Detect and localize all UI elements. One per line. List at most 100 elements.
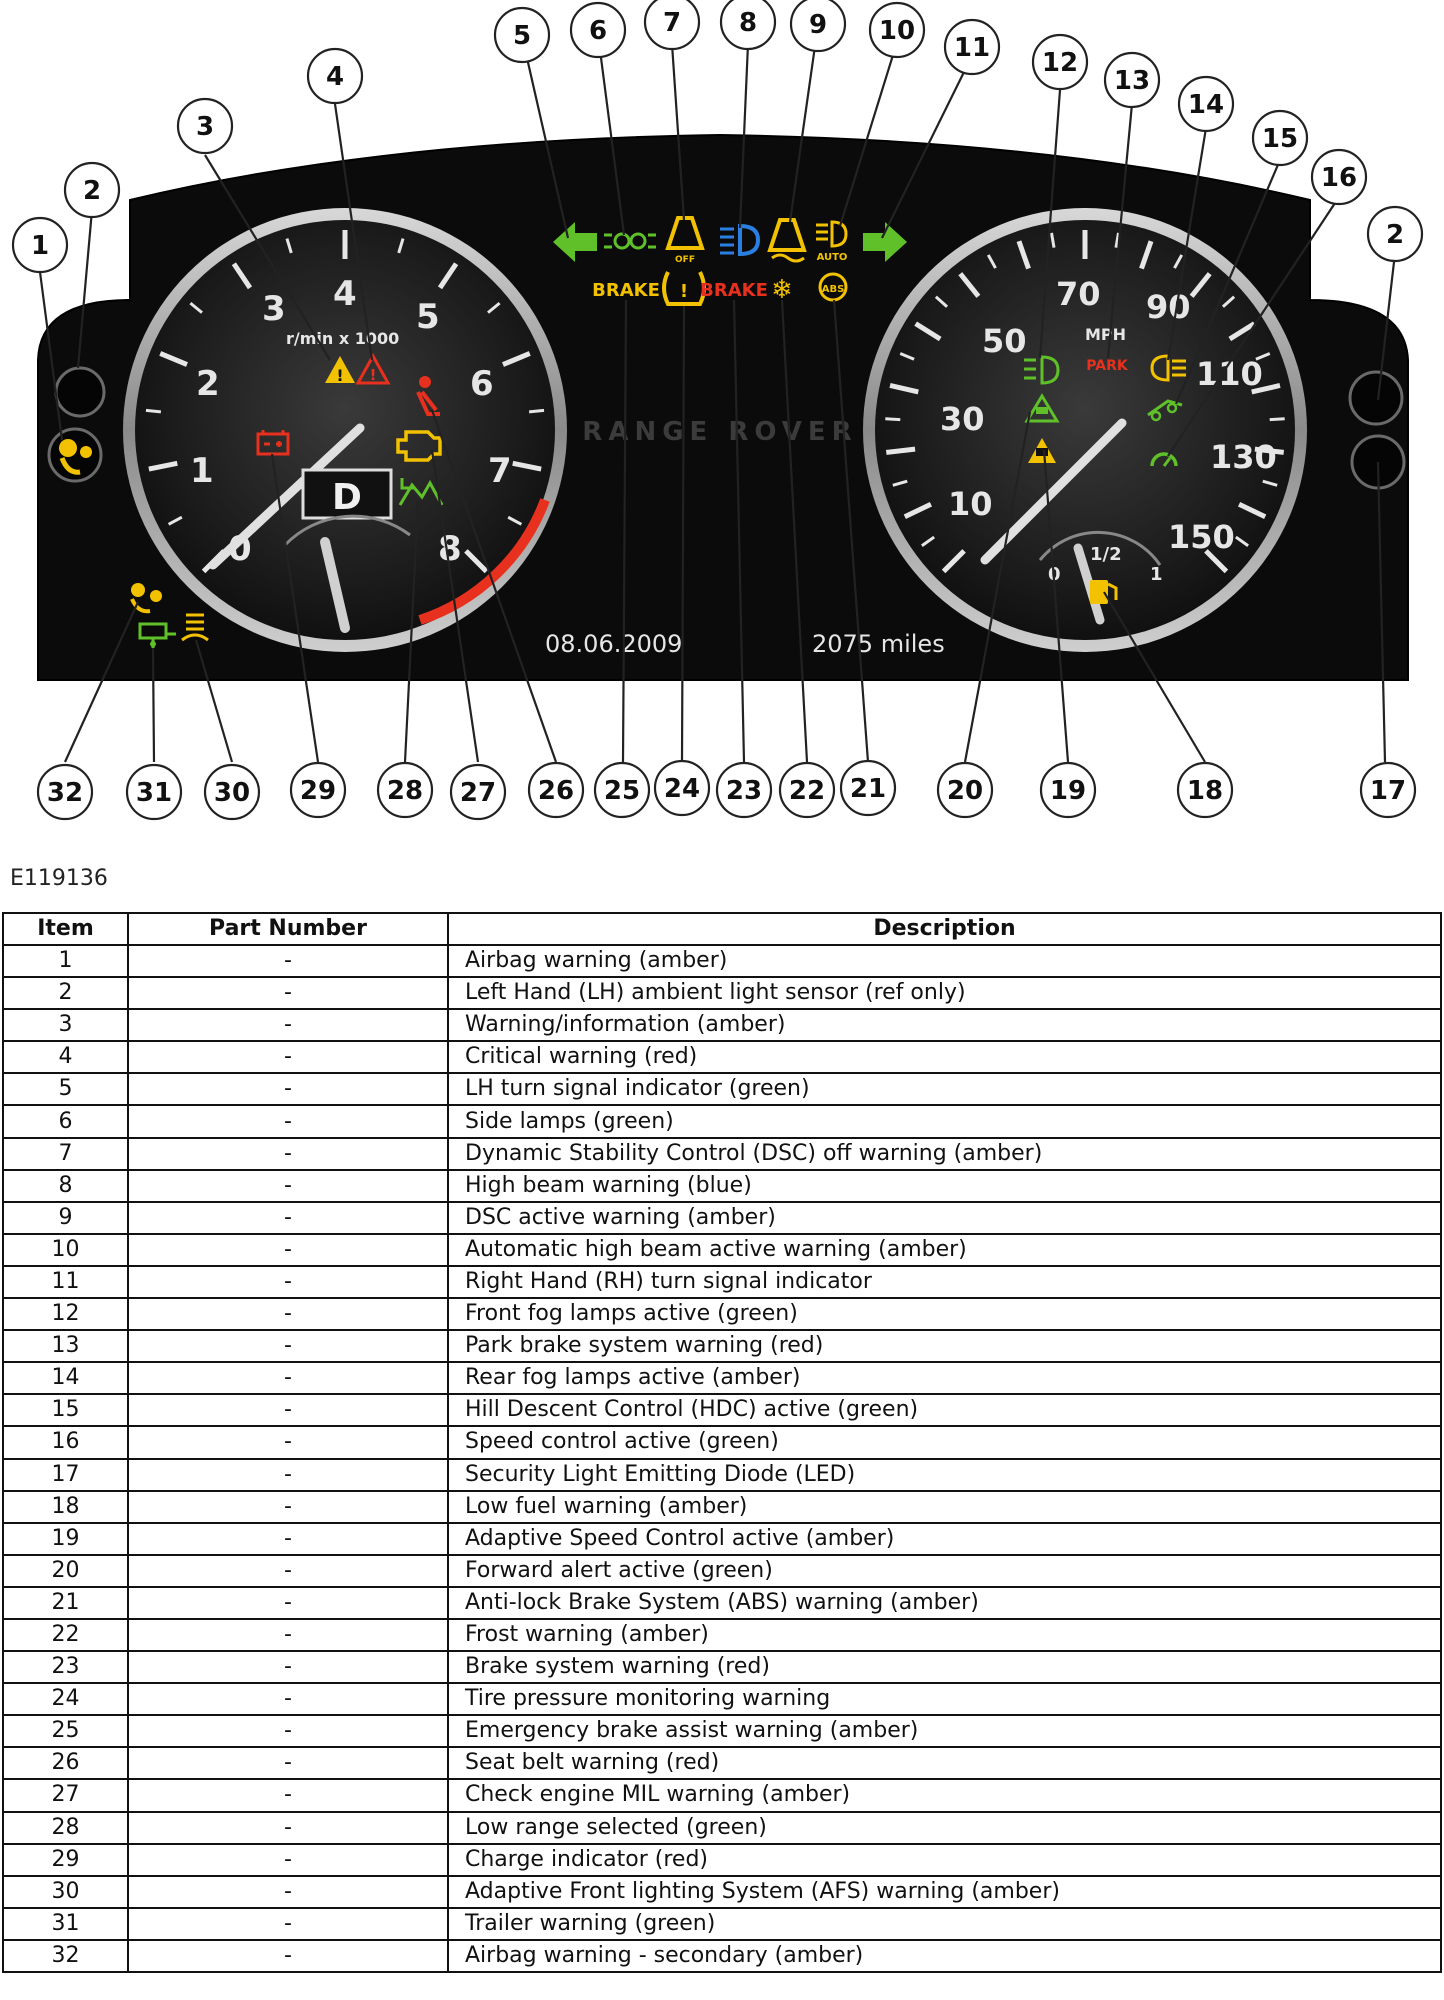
cell-part-number: -	[127, 1778, 449, 1813]
callout-number: 22	[789, 776, 825, 806]
cell-item: 31	[2, 1906, 129, 1941]
table-header-row: Item Part Number Description	[2, 912, 1442, 946]
dial-tick	[889, 383, 919, 395]
dial-tick	[1237, 501, 1267, 520]
cell-part-number: -	[127, 943, 449, 979]
cell-description: Rear fog lamps active (amber)	[447, 1361, 1442, 1396]
cell-item: 21	[2, 1585, 129, 1620]
table-row: 10-Automatic high beam active warning (a…	[2, 1232, 1442, 1267]
cell-item: 2	[2, 976, 129, 1011]
cell-item: 19	[2, 1521, 129, 1556]
table-row: 16-Speed control active (green)	[2, 1425, 1442, 1460]
header-description: Description	[447, 912, 1442, 946]
cell-description: Seat belt warning (red)	[447, 1746, 1442, 1781]
callout-number: 8	[739, 8, 757, 38]
cell-description: Left Hand (LH) ambient light sensor (ref…	[447, 976, 1442, 1011]
dial-tick	[892, 479, 908, 487]
callout-number: 2	[1386, 220, 1404, 250]
callout-number: 10	[879, 16, 915, 46]
dial-tick	[1139, 240, 1154, 270]
cell-description: Brake system warning (red)	[447, 1650, 1442, 1685]
table-row: 27-Check engine MIL warning (amber)	[2, 1778, 1442, 1813]
dial-tick	[1251, 383, 1281, 395]
airbag-secondary-icon	[130, 583, 162, 614]
speed-label: 50	[982, 322, 1027, 360]
frost-warning-icon: ❄	[771, 275, 793, 305]
cell-item: 14	[2, 1361, 129, 1396]
front-fog-icon	[1024, 355, 1060, 385]
cell-description: Tire pressure monitoring warning	[447, 1682, 1442, 1717]
cell-description: Automatic high beam active warning (ambe…	[447, 1232, 1442, 1267]
dial-tick	[512, 460, 542, 472]
cell-description: Hill Descent Control (HDC) active (green…	[447, 1393, 1442, 1428]
cell-item: 28	[2, 1810, 129, 1845]
cell-part-number: -	[127, 1489, 449, 1524]
cell-part-number: -	[127, 1617, 449, 1653]
cell-description: DSC active warning (amber)	[447, 1200, 1442, 1235]
tach-label: 5	[416, 297, 440, 337]
cell-description: Emergency brake assist warning (amber)	[447, 1714, 1442, 1749]
cell-description: Forward alert active (green)	[447, 1553, 1442, 1588]
table-row: 14-Rear fog lamps active (amber)	[2, 1361, 1442, 1396]
cell-item: 7	[2, 1136, 129, 1171]
parts-table: Item Part Number Description 1-Airbag wa…	[2, 912, 1442, 1974]
figure-id: E119136	[10, 866, 108, 891]
dial-tick	[437, 262, 459, 290]
callout-number: 13	[1114, 66, 1150, 96]
cell-part-number: -	[127, 1906, 449, 1941]
callout-number: 19	[1050, 776, 1086, 806]
trailer-warning-icon	[138, 622, 176, 648]
cell-item: 13	[2, 1329, 129, 1364]
dial-tick	[1173, 254, 1184, 269]
cell-part-number: -	[127, 1746, 449, 1781]
dial-tick	[167, 515, 183, 526]
callout-number: 20	[947, 776, 983, 806]
callout-number: 24	[664, 774, 700, 804]
cell-part-number: -	[127, 1585, 449, 1620]
tach-label: 6	[470, 364, 494, 404]
cell-description: Charge indicator (red)	[447, 1842, 1442, 1877]
table-row: 3-Warning/information (amber)	[2, 1008, 1442, 1043]
cell-description: LH turn signal indicator (green)	[447, 1072, 1442, 1107]
callout-number: 5	[513, 21, 531, 51]
dial-tick	[958, 272, 981, 298]
dial-tick	[231, 262, 253, 290]
cell-part-number: -	[127, 1810, 449, 1845]
callout-number: 1	[31, 231, 49, 261]
cell-item: 27	[2, 1778, 129, 1813]
dial-tick	[1016, 240, 1031, 270]
cell-part-number: -	[127, 1008, 449, 1043]
cell-item: 24	[2, 1682, 129, 1717]
check-engine-icon	[396, 430, 442, 462]
cell-part-number: -	[127, 1168, 449, 1203]
cell-part-number: -	[127, 1553, 449, 1588]
cell-item: 15	[2, 1393, 129, 1428]
speed-label: 130	[1210, 438, 1277, 476]
cell-item: 6	[2, 1104, 129, 1139]
table-row: 6-Side lamps (green)	[2, 1104, 1442, 1139]
cell-part-number: -	[127, 1650, 449, 1685]
cell-item: 17	[2, 1457, 129, 1492]
dial-tick	[502, 351, 531, 367]
cell-description: Side lamps (green)	[447, 1104, 1442, 1139]
auto-high-beam-icon: AUTO	[816, 220, 848, 263]
speed-unit-label: MPH	[1085, 325, 1126, 344]
rh-turn-signal-icon	[863, 222, 907, 262]
dial-tick	[1254, 446, 1285, 455]
cell-part-number: -	[127, 1329, 449, 1364]
brake-system-icon: BRAKE	[700, 280, 768, 301]
cell-item: 23	[2, 1650, 129, 1685]
side-lamps-icon	[604, 232, 656, 250]
cell-part-number: -	[127, 1874, 449, 1909]
cell-item: 22	[2, 1617, 129, 1653]
cell-part-number: -	[127, 1136, 449, 1171]
dial-tick	[934, 295, 949, 308]
table-row: 22-Frost warning (amber)	[2, 1617, 1442, 1653]
cell-part-number: -	[127, 1232, 449, 1267]
table-row: 2-Left Hand (LH) ambient light sensor (r…	[2, 976, 1442, 1011]
dial-tick	[903, 501, 933, 520]
callout-number: 18	[1187, 776, 1223, 806]
dial-tick	[1269, 417, 1285, 422]
tach-unit-label: r/min x 1000	[286, 329, 399, 348]
cell-part-number: -	[127, 976, 449, 1011]
